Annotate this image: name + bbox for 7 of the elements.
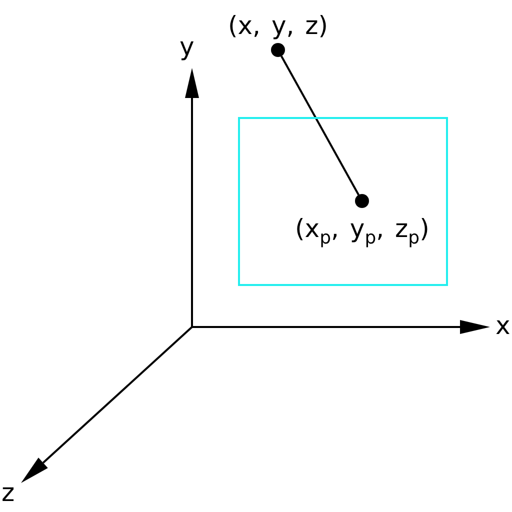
axis-label: x	[494, 311, 512, 342]
coordinate-label: (x$_{p}$, y$_{p}$, z$_{p}$)	[294, 214, 430, 250]
axis-label: z	[0, 478, 16, 509]
axis-label: y	[178, 32, 196, 63]
projection-plane	[238, 117, 448, 286]
coordinate-label: (x, y, z)	[227, 11, 330, 42]
connector-line	[280, 56, 360, 196]
